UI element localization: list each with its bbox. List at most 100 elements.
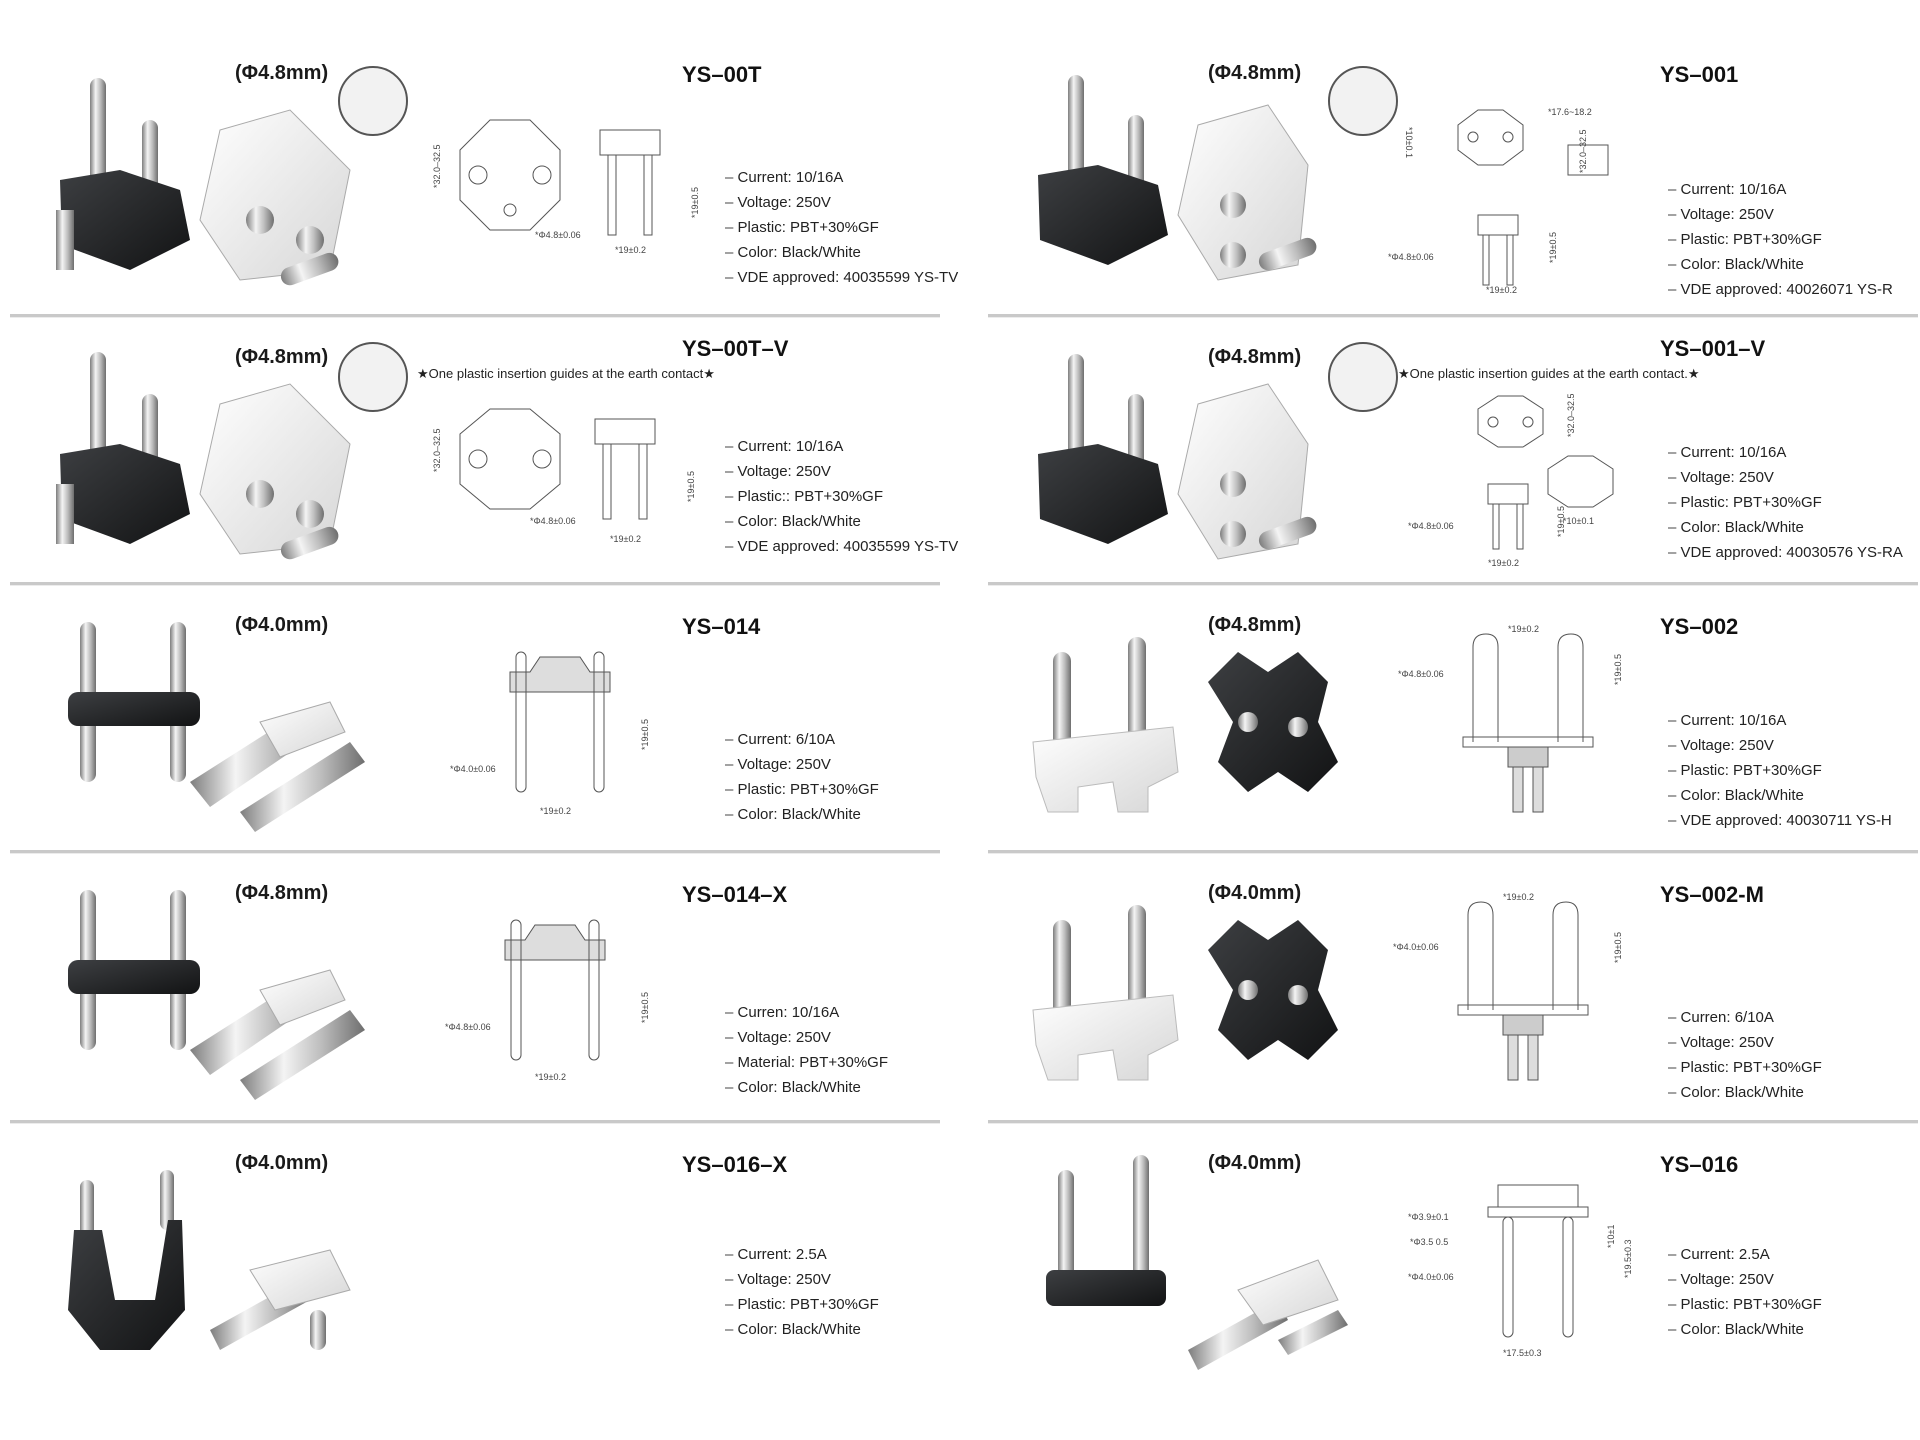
dim-label: *Φ4.0±0.06 (1393, 942, 1439, 952)
product-ys-002: (Φ4.8mm) YS–002 *19±0.2 *Φ4.8±0.06 *19±0… (988, 592, 1918, 842)
product-ys-014: (Φ4.0mm) YS–014 *Φ4.0±0.06 *19±0.2 *19±0… (10, 592, 940, 842)
spec-item: Color: Black/White (1668, 1080, 1822, 1105)
spec-item: Voltage: 250V (725, 459, 958, 484)
plug-photo-ys-001 (1038, 75, 1317, 281)
dim-label: *19±0.5 (1613, 932, 1623, 963)
spec-item: Voltage: 250V (725, 190, 958, 215)
dim-label: *19±0.5 (686, 471, 696, 502)
spec-list: Current: 10/16A Voltage: 250V Plastic: P… (1668, 440, 1903, 565)
pin-diameter: (Φ4.8mm) (235, 346, 329, 368)
spec-item: Plastic: PBT+30%GF (725, 215, 958, 240)
product-ys-016-x: (Φ4.0mm) YS–016–X Current: 2.5A Voltage:… (10, 1130, 940, 1410)
plug-photo-ys-00t (56, 78, 351, 286)
spec-item: Curren: 10/16A (725, 1000, 888, 1025)
dimension-drawing: *Φ4.8±0.06 *19±0.2 *19±0.5 (445, 919, 650, 1082)
spec-item: Current: 10/16A (725, 434, 958, 459)
dimension-drawing: *32.0–32.5 *Φ4.8±0.06 *19±0.2 *19±0.5 (432, 408, 696, 544)
earth-contact-zoom-icon (1328, 342, 1398, 412)
dim-label: *Φ4.0±0.06 (450, 764, 496, 774)
spec-item: Plastic: PBT+30%GF (1668, 1292, 1822, 1317)
spec-item: Voltage: 250V (1668, 465, 1903, 490)
spec-item: Current: 10/16A (725, 165, 958, 190)
model-number: YS–00T (682, 62, 762, 87)
pin-diameter: (Φ4.8mm) (1208, 62, 1302, 84)
spec-list: Current: 2.5A Voltage: 250V Plastic: PBT… (725, 1242, 879, 1342)
dimension-drawing: *Φ3.9±0.1 *Φ3.5 0.5 *Φ4.0±0.06 *10±1 *19… (1408, 1184, 1633, 1358)
product-ys-014-x: (Φ4.8mm) YS–014–X *Φ4.8±0.06 *19±0.2 *19… (10, 860, 940, 1110)
spec-list: Current: 2.5A Voltage: 250V Plastic: PBT… (1668, 1242, 1822, 1342)
spec-item: Current: 2.5A (725, 1242, 879, 1267)
plug-photo-ys-016-x (68, 1170, 351, 1350)
spec-item: Plastic:: PBT+30%GF (725, 484, 958, 509)
dimension-drawing: *10±0.1 *17.6~18.2 *32.0–32.5 *Φ4.8±0.06… (1388, 107, 1609, 295)
pin-diameter: (Φ4.0mm) (235, 614, 329, 636)
row-divider (988, 582, 1918, 586)
dim-label: *19±0.2 (610, 534, 641, 544)
pin-diameter: (Φ4.8mm) (1208, 614, 1302, 636)
dim-label: *17.5±0.3 (1503, 1348, 1541, 1358)
dim-label: *Φ4.8±0.06 (530, 516, 576, 526)
model-number: YS–00T–V (682, 336, 789, 361)
product-ys-001-v: (Φ4.8mm) YS–001–V ★One plastic insertion… (988, 324, 1918, 574)
spec-item: Current: 6/10A (725, 727, 879, 752)
spec-item: VDE approved: 40035599 YS-TV (725, 265, 959, 290)
dim-label: *32.0–32.5 (1578, 129, 1588, 173)
row-divider (10, 850, 940, 854)
model-number: YS–001 (1660, 62, 1739, 87)
dim-label: *19±0.2 (540, 806, 571, 816)
dim-label: *19±0.5 (640, 992, 650, 1023)
spec-item: VDE approved: 40035599 YS-TV (725, 534, 959, 559)
dimension-drawing: *19±0.2 *Φ4.0±0.06 *19±0.5 (1393, 892, 1623, 1081)
dimension-drawing: *19±0.2 *Φ4.8±0.06 *19±0.5 (1398, 624, 1623, 813)
spec-item: Voltage: 250V (725, 1025, 888, 1050)
spec-list: Current: 10/16A Voltage: 250V Plastic:: … (725, 434, 959, 559)
insertion-guide-note: ★One plastic insertion guides at the ear… (417, 366, 715, 381)
spec-list: Current: 10/16A Voltage: 250V Plastic: P… (725, 165, 959, 290)
row-divider (988, 850, 1918, 854)
spec-item: Plastic: PBT+30%GF (1668, 227, 1893, 252)
dim-label: *19±0.2 (535, 1072, 566, 1082)
dim-label: *Φ3.5 0.5 (1410, 1237, 1448, 1247)
plug-photo-ys-014-x (68, 890, 365, 1100)
row-divider (988, 1120, 1918, 1124)
dim-label: *19±0.2 (1486, 285, 1517, 295)
dim-label: *Φ3.9±0.1 (1408, 1212, 1449, 1222)
row-divider (10, 1120, 940, 1124)
dim-label: *Φ4.8±0.06 (1408, 521, 1454, 531)
dim-label: *19±0.2 (1503, 892, 1534, 902)
model-number: YS–016 (1660, 1152, 1739, 1177)
row-divider (10, 314, 940, 318)
dim-label: *19±0.5 (1548, 232, 1558, 263)
dim-label: *19±0.2 (615, 245, 646, 255)
spec-item: Voltage: 250V (1668, 1267, 1822, 1292)
dim-label: *32.0–32.5 (1566, 394, 1576, 437)
dim-label: *19±0.2 (1508, 624, 1539, 634)
product-ys-00t: (Φ4.8mm) YS–00T *32.0–32.5 *Φ4.8±0.06 *1… (10, 40, 958, 310)
spec-item: VDE approved: 40030711 YS-H (1668, 808, 1892, 833)
spec-item: Color: Black/White (725, 240, 958, 265)
spec-item: Color: Black/White (1668, 515, 1903, 540)
model-number: YS–014 (682, 614, 761, 639)
dim-label: *19±0.5 (1556, 506, 1566, 537)
spec-list: Current: 10/16A Voltage: 250V Plastic: P… (1668, 708, 1892, 833)
spec-item: Current: 10/16A (1668, 177, 1893, 202)
spec-item: Current: 10/16A (1668, 708, 1892, 733)
model-number: YS–016–X (682, 1152, 788, 1177)
plug-photo-ys-014 (68, 622, 365, 832)
earth-contact-zoom-icon (338, 66, 408, 136)
dim-label: *32.0–32.5 (432, 428, 442, 472)
spec-item: Material: PBT+30%GF (725, 1050, 888, 1075)
earth-contact-zoom-icon (1328, 66, 1398, 136)
spec-list: Current: 6/10A Voltage: 250V Plastic: PB… (725, 727, 879, 827)
dim-label: *Φ4.8±0.06 (535, 230, 581, 240)
dim-label: *Φ4.8±0.06 (445, 1022, 491, 1032)
spec-item: Voltage: 250V (1668, 1030, 1822, 1055)
earth-contact-zoom-icon (338, 342, 408, 412)
dim-label: *10±1 (1606, 1225, 1616, 1248)
dim-label: *Φ4.8±0.06 (1398, 669, 1444, 679)
dim-label: *19±0.2 (1488, 558, 1519, 568)
dim-label: *19.5±0.3 (1623, 1240, 1633, 1278)
spec-item: Current: 10/16A (1668, 440, 1903, 465)
spec-item: Voltage: 250V (1668, 202, 1893, 227)
dim-label: *Φ4.0±0.06 (1408, 1272, 1454, 1282)
